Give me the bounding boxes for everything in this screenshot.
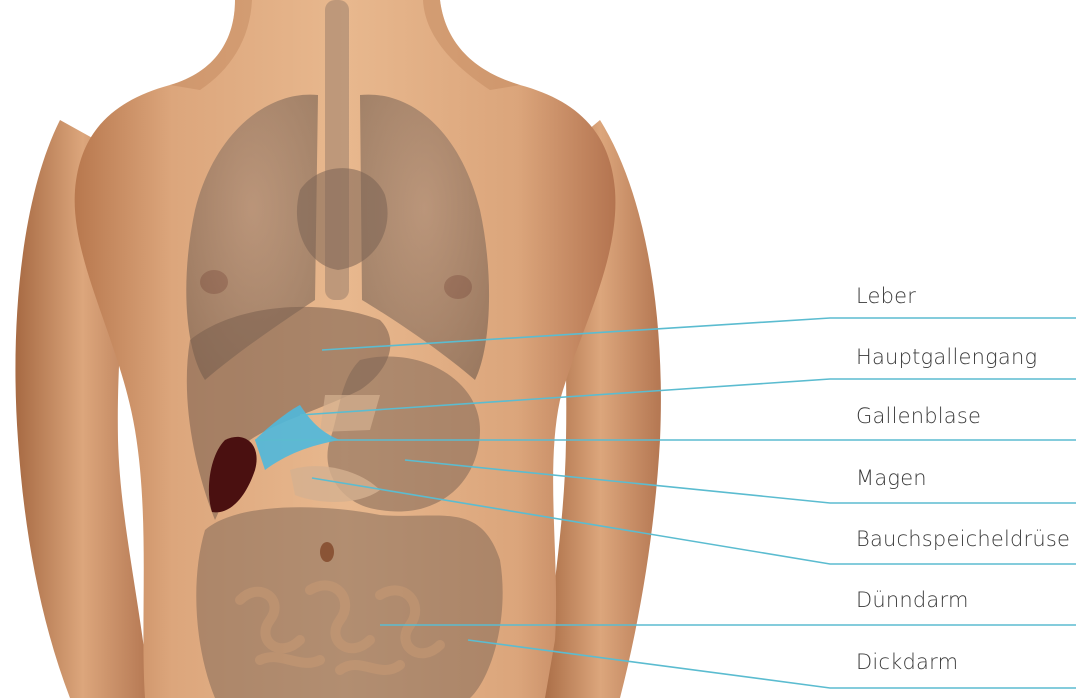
label-gallenblase: Gallenblase [856,404,981,428]
label-magen: Magen [856,466,927,490]
label-leber: Leber [856,284,916,308]
label-dickdarm: Dickdarm [856,650,958,674]
label-hauptgallengang: Hauptgallengang [856,345,1037,369]
label-duenndarm: Dünndarm [856,588,969,612]
label-bauchspeicheldruese: Bauchspeicheldrüse [856,527,1070,551]
